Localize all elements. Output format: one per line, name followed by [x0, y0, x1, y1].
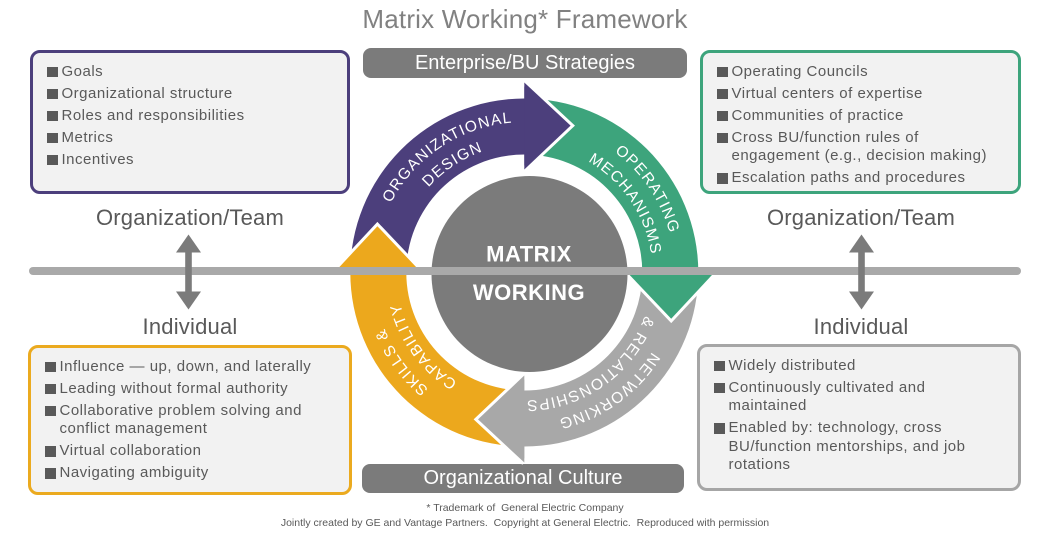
- svg-text:WORKING: WORKING: [473, 280, 585, 305]
- svg-text:MATRIX: MATRIX: [486, 242, 572, 267]
